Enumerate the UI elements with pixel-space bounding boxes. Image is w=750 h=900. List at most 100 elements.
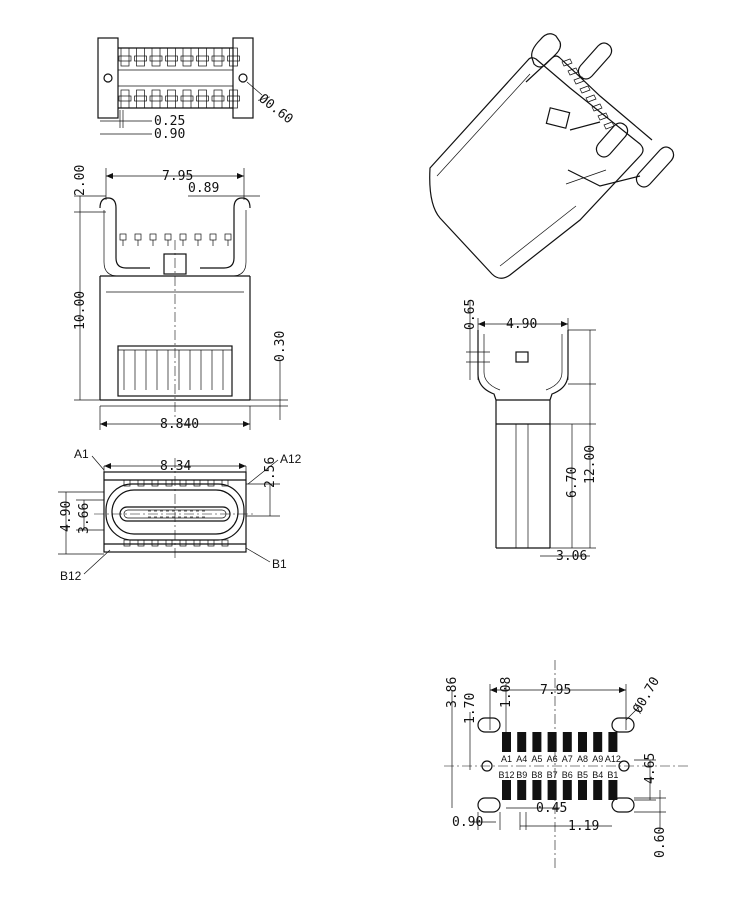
top-pin <box>167 47 176 67</box>
fp-pad-top <box>547 732 557 752</box>
top-pin <box>229 89 238 109</box>
fp-bottom-dim: 0.60 <box>653 827 668 858</box>
top-pin <box>198 47 207 67</box>
fp-pin-label-bottom: B7 <box>547 770 558 780</box>
top-pin <box>136 47 145 67</box>
iso-contact <box>579 85 591 94</box>
iso-contact <box>591 103 603 112</box>
top-pin <box>136 89 145 109</box>
fp-hole-dim: Ø0.70 <box>630 675 663 716</box>
end-pin <box>207 539 215 547</box>
fp-pad-bottom <box>562 780 572 800</box>
top-pin <box>167 89 176 109</box>
top-pin-width-dim: 0.25 <box>154 114 185 129</box>
fp-slot-top-right <box>611 717 635 733</box>
top-pin <box>120 89 130 109</box>
end-pin <box>123 479 131 487</box>
side-short-height-dim: 6.70 <box>565 467 580 498</box>
side-flange-dim: 0.65 <box>463 299 478 330</box>
front-pin-stub <box>209 233 217 241</box>
fp-pin-label-bottom: B5 <box>577 770 588 780</box>
fp-slot-bottom-left <box>477 797 501 813</box>
front-pin-stub <box>134 233 142 241</box>
front-lead-dim: 0.89 <box>188 181 219 196</box>
fp-span-dim: 7.95 <box>540 683 571 698</box>
fp-slot-bottom-right <box>611 797 635 813</box>
fp-pin-label-top: A12 <box>605 754 621 764</box>
fp-pin-label-top: A1 <box>501 754 512 764</box>
fp-pad-top <box>517 732 527 752</box>
front-pin-stub <box>119 233 127 241</box>
iso-contact <box>567 67 579 76</box>
front-pin-stub <box>224 233 232 241</box>
front-pin-stub <box>149 233 157 241</box>
iso-contact <box>597 112 609 121</box>
fp-pin-label-top: A8 <box>577 754 588 764</box>
end-pin <box>123 539 131 547</box>
fp-pad-top <box>532 732 542 752</box>
fp-pad-bottom <box>608 780 618 800</box>
end-pin <box>193 539 201 547</box>
fp-pin-label-bottom: B6 <box>562 770 573 780</box>
fp-left-width-dim: 0.90 <box>452 815 483 830</box>
fp-vertical-dim: 4.65 <box>643 753 658 784</box>
end-pin <box>137 539 145 547</box>
fp-pad-bottom <box>517 780 527 800</box>
fp-pin-label-top: A9 <box>592 754 603 764</box>
fp-slot-top-left <box>477 717 501 733</box>
top-pin <box>182 47 192 67</box>
fp-pad-bottom <box>547 780 557 800</box>
fp-pad-width-dim: 0.45 <box>536 801 567 816</box>
fp-hole-right <box>618 760 630 772</box>
front-width-dim: 7.95 <box>162 169 193 184</box>
front-body-height-dim: 10.00 <box>73 291 88 330</box>
end-pin <box>137 479 145 487</box>
top-view: Ø0.60 0.25 0.90 <box>97 37 296 142</box>
fp-pad-bottom <box>578 780 587 800</box>
top-hole-dim: Ø0.60 <box>256 91 296 127</box>
fp-hole-left <box>481 760 493 772</box>
end-pin <box>179 539 187 547</box>
fp-pad-bottom <box>502 780 511 800</box>
fp-pin-label-top: A4 <box>516 754 527 764</box>
end-pin <box>193 479 201 487</box>
iso-contact <box>585 94 597 103</box>
iso-contact <box>561 58 573 67</box>
top-pin <box>182 89 192 109</box>
top-pin <box>151 89 161 109</box>
front-view: 7.95 0.89 2.00 10.00 0.30 <box>73 165 288 432</box>
front-base-dim: 8.840 <box>160 417 199 432</box>
iso-contact <box>603 121 615 130</box>
end-pin <box>221 479 229 487</box>
end-pin <box>179 479 187 487</box>
fp-pin-label-bottom: B8 <box>531 770 542 780</box>
end-pin <box>165 479 173 487</box>
front-pin-stub <box>179 233 187 241</box>
end-offset-dim: 2.56 <box>263 457 278 488</box>
isometric-view <box>429 33 675 279</box>
fp-row1-dim: 3.86 <box>445 677 460 708</box>
front-pin-stub <box>164 233 172 241</box>
iso-contact <box>573 76 585 85</box>
front-pin-stub <box>194 233 202 241</box>
label-b12: B12 <box>60 569 82 583</box>
end-outer-height-dim: 4.90 <box>59 501 74 532</box>
end-pin <box>207 479 215 487</box>
fp-pin-label-bottom: B12 <box>498 770 514 780</box>
fp-pad-bottom <box>593 780 603 800</box>
label-b1: B1 <box>272 557 287 571</box>
end-pin <box>221 539 229 547</box>
fp-pitch-dim: 1.19 <box>568 819 599 834</box>
fp-pin-label-bottom: B1 <box>607 770 618 780</box>
end-width-dim: 8.34 <box>160 459 191 474</box>
fp-pin-label-bottom: B9 <box>516 770 527 780</box>
end-inner-height-dim: 3.66 <box>77 503 92 534</box>
fp-pad-top <box>502 732 511 752</box>
label-a12: A12 <box>280 452 302 466</box>
top-pin-pitch-dim: 0.90 <box>154 127 185 142</box>
top-pin <box>213 47 223 67</box>
mount-hole-right <box>238 73 248 83</box>
side-width-dim: 4.90 <box>506 317 537 332</box>
fp-pad-top <box>593 732 603 752</box>
